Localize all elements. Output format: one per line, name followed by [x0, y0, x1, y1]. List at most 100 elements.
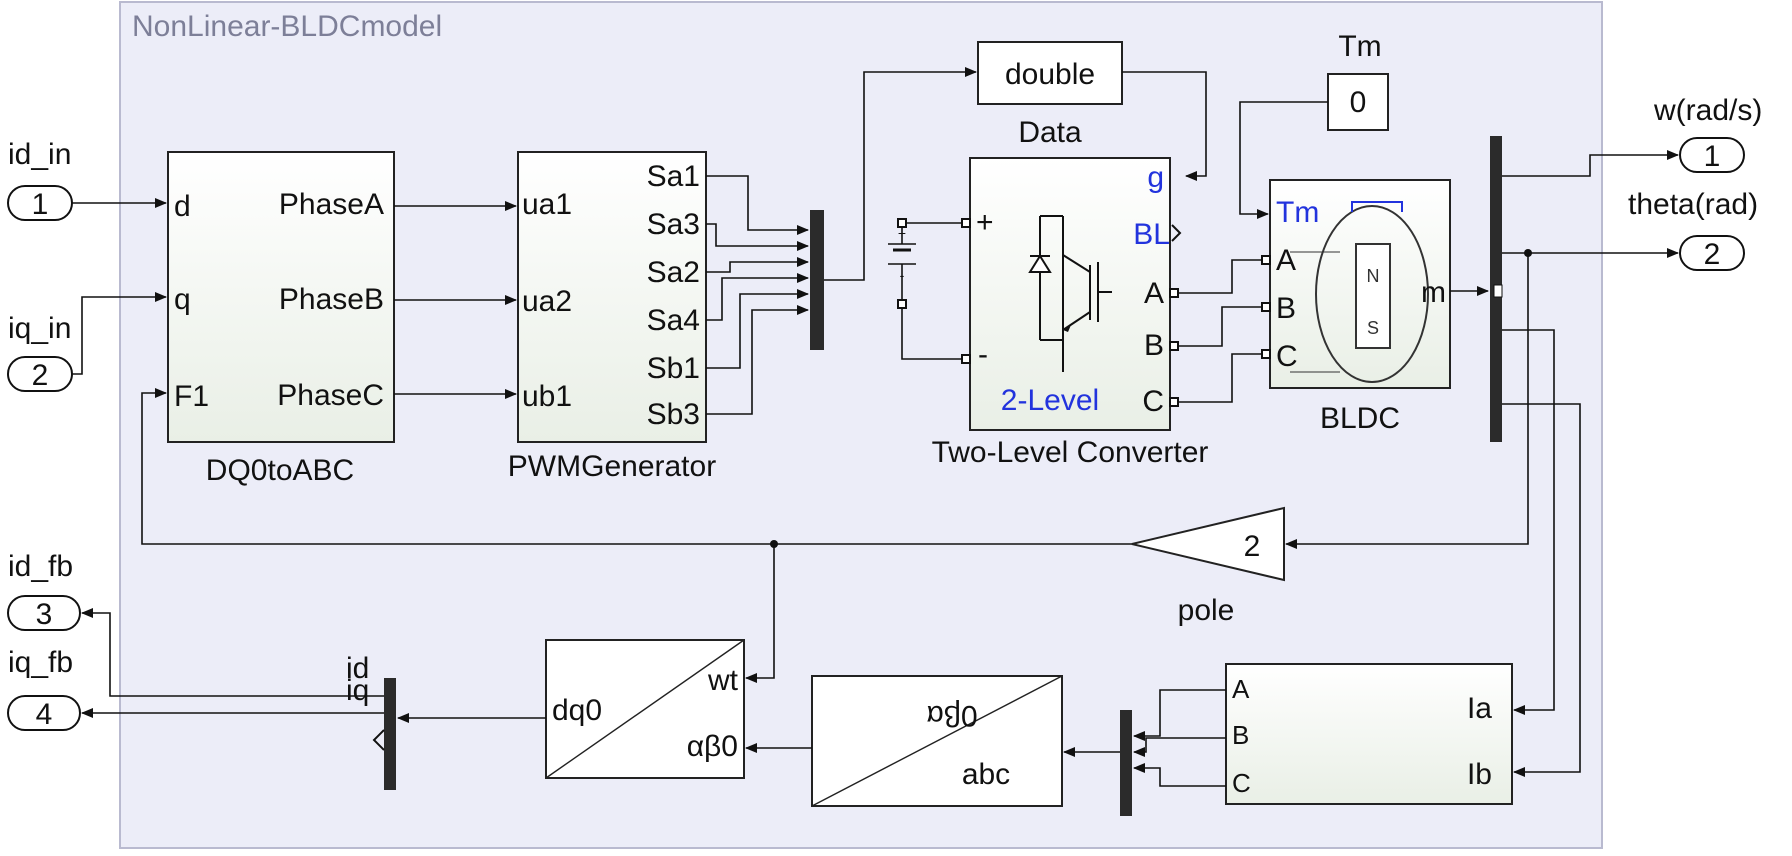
source-plus: + — [898, 225, 906, 241]
two-level-converter-block[interactable]: + - g BL A B C 2-Level — [961, 157, 1182, 431]
magnet-s: S — [1367, 318, 1379, 338]
pwm-generator-name: PWMGenerator — [508, 450, 716, 483]
port-label: Sa2 — [647, 256, 700, 289]
meas-port-c: C — [1232, 768, 1251, 798]
outport-number: 1 — [1704, 140, 1721, 173]
bldc-port-a: A — [1276, 244, 1296, 277]
outport-id-fb[interactable]: id_fb 3 — [7, 550, 81, 631]
inport-label: id_in — [8, 138, 71, 171]
port-label: ub1 — [522, 380, 572, 413]
outport-number: 3 — [36, 598, 53, 631]
port-label: Sa4 — [647, 304, 700, 337]
bldc-motor-block[interactable]: N S Tm A B C m — [1261, 179, 1451, 389]
dq0-label: dq0 — [552, 694, 602, 727]
meas-port-a: A — [1232, 674, 1250, 704]
port-label: Sb1 — [647, 352, 700, 385]
bldc-port — [1261, 302, 1271, 312]
data-caption: Data — [1018, 116, 1082, 149]
port-label: PhaseC — [277, 379, 384, 412]
demux-iq-label: iq — [346, 674, 369, 707]
pole-gain-block[interactable]: 2 — [1131, 506, 1285, 582]
inport-iq-in[interactable]: iq_in 2 — [7, 312, 73, 392]
port-label: Sa3 — [647, 208, 700, 241]
mux-bar[interactable] — [810, 210, 824, 350]
outport-label: iq_fb — [8, 646, 73, 679]
meas-port-ia: Ia — [1467, 692, 1492, 725]
converter-minus: - — [978, 338, 988, 371]
converter-port-a: A — [1144, 277, 1164, 310]
signal-wires — [72, 67, 1679, 787]
dc-voltage-source[interactable]: + - — [888, 218, 916, 309]
subsystem-title: NonLinear-BLDCmodel — [132, 10, 442, 43]
bldc-port-m: m — [1421, 276, 1446, 309]
mux-abc-bar[interactable] — [1120, 710, 1132, 816]
demux-id-label: id — [346, 652, 369, 685]
outport-number: 4 — [36, 698, 53, 731]
outport-label: theta(rad) — [1628, 188, 1758, 221]
abc-bottom-label: abc — [962, 758, 1010, 791]
dq0toabc-name: DQ0toABC — [206, 454, 354, 487]
bldc-port-c: C — [1276, 340, 1298, 373]
alphabeta0-label: αβ0 — [687, 730, 738, 763]
port-label: PhaseA — [279, 188, 384, 221]
converter-port — [961, 354, 971, 364]
gain-value: 2 — [1244, 530, 1261, 563]
converter-port-b: B — [1144, 329, 1164, 362]
outport-label: w(rad/s) — [1653, 94, 1762, 127]
tm-value: 0 — [1350, 86, 1367, 119]
port-label: d — [174, 190, 191, 223]
outport-theta[interactable]: theta(rad) 2 — [1628, 188, 1758, 271]
dq0toabc-block[interactable]: d q F1 PhaseA PhaseB PhaseC — [167, 151, 395, 443]
port-label: F1 — [174, 380, 209, 413]
wt-label: wt — [707, 664, 739, 697]
igbt-icon — [1028, 215, 1112, 372]
converter-name: Two-Level Converter — [932, 436, 1209, 469]
port-label: ua2 — [522, 285, 572, 318]
port-label: Sa1 — [647, 160, 700, 193]
magnet-icon — [1355, 243, 1391, 349]
outport-w[interactable]: w(rad/s) 1 — [1653, 94, 1762, 173]
converter-port — [1169, 397, 1179, 407]
data-type-conversion-block[interactable]: double — [977, 41, 1123, 105]
meas-port-b: B — [1232, 720, 1249, 750]
converter-inner-label: 2-Level — [1001, 384, 1099, 417]
converter-port — [1169, 341, 1179, 351]
meas-port-ib: Ib — [1467, 758, 1492, 791]
bldc-port-b: B — [1276, 292, 1296, 325]
bldc-port — [1261, 349, 1271, 359]
pwm-generator-block[interactable]: ua1 ua2 ub1 Sa1 Sa3 Sa2 Sa4 Sb1 Sb3 — [517, 151, 707, 443]
converter-port-g: g — [1147, 161, 1164, 194]
bus-selector-port — [1493, 284, 1503, 298]
converter-port-bl: BL — [1133, 218, 1170, 251]
bldc-name: BLDC — [1320, 402, 1400, 435]
converter-plus: + — [976, 206, 994, 239]
inport-number: 1 — [32, 188, 49, 221]
port-label: q — [174, 283, 191, 316]
alphabeta0-to-dq0-block[interactable]: dq0 wt αβ0 — [545, 639, 745, 779]
tm-constant-block[interactable]: 0 — [1327, 73, 1389, 131]
source-minus: - — [900, 267, 905, 283]
converter-port — [961, 218, 971, 228]
magnet-n: N — [1367, 266, 1380, 286]
inport-id-in[interactable]: id_in 1 — [7, 138, 73, 221]
inport-number: 2 — [32, 359, 49, 392]
outport-iq-fb[interactable]: iq_fb 4 — [7, 646, 81, 731]
port-label: ua1 — [522, 188, 572, 221]
port-label: PhaseB — [279, 283, 384, 316]
tm-name: Tm — [1338, 30, 1381, 63]
port-label: Sb3 — [647, 398, 700, 431]
bldc-port-tm: Tm — [1276, 196, 1319, 229]
converter-port — [1169, 288, 1179, 298]
bldc-port — [1261, 255, 1271, 265]
abc-top-label: 0βα — [926, 699, 977, 732]
inport-label: iq_in — [8, 312, 71, 345]
gain-name: pole — [1178, 594, 1235, 627]
current-measurement-block[interactable]: A B C Ia Ib — [1225, 663, 1513, 805]
outport-label: id_fb — [8, 550, 73, 583]
abc-to-alphabeta0-block[interactable]: 0βα abc — [811, 675, 1063, 807]
outport-number: 2 — [1704, 238, 1721, 271]
demux-bar[interactable] — [384, 678, 396, 790]
double-label: double — [1005, 58, 1095, 91]
source-port — [897, 299, 907, 309]
